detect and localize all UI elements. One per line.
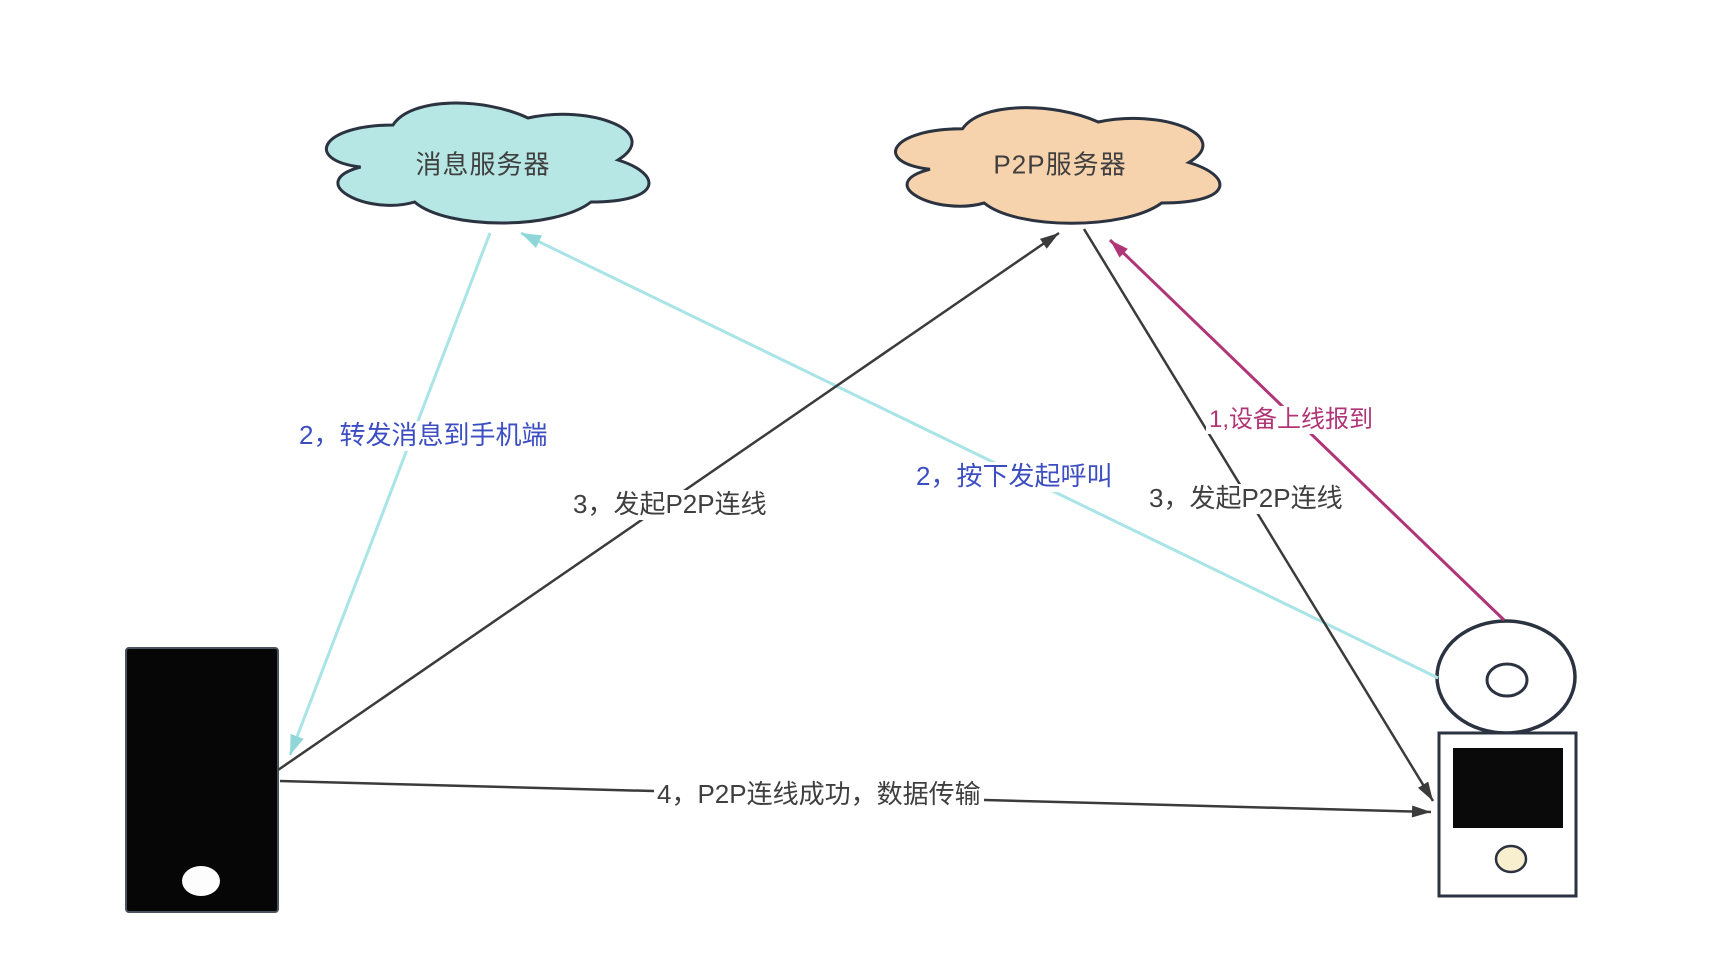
edge-label-device-online: 1,设备上线报到: [1206, 406, 1377, 434]
smartphone-icon: [125, 647, 279, 913]
edge-label-forward-message: 2，转发消息到手机端: [296, 420, 551, 451]
doorbell-screen: [1453, 748, 1563, 828]
doorbell-lens-inner: [1485, 662, 1529, 698]
edge-label-p2p-success: 4，P2P连线成功，数据传输: [654, 779, 984, 810]
message-server-label: 消息服务器: [415, 149, 551, 180]
smartphone-body: [125, 647, 279, 913]
edge-label-p2p-connect-from-phone: 3，发起P2P连线: [570, 489, 770, 520]
doorbell-call-button: [1494, 844, 1528, 874]
edge-forward-message: [288, 232, 492, 756]
edge-press-call: [520, 231, 1439, 680]
edge-label-press-call: 2，按下发起呼叫: [913, 461, 1116, 492]
p2p-server-cloud: [894, 106, 1222, 225]
smartphone-home-button: [182, 866, 220, 896]
edge-p2p-connect-to-device: [1082, 228, 1435, 802]
p2p-server-label: P2P服务器: [993, 149, 1127, 180]
message-server-cloud: [325, 101, 651, 225]
doorbell-camera-icon: [1435, 619, 1578, 898]
edge-label-p2p-connect-to-device: 3，发起P2P连线: [1146, 483, 1346, 514]
